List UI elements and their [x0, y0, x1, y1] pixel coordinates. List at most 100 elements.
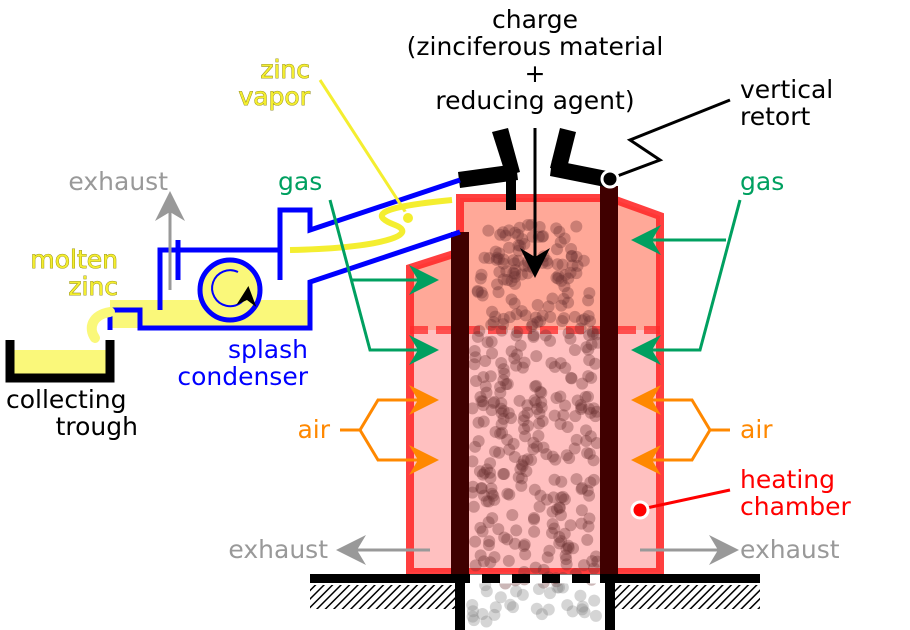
charge-particle [497, 273, 510, 286]
charge-particle [582, 343, 595, 356]
charge-particle [582, 390, 595, 403]
charge-particle [556, 258, 569, 271]
charge-particle [515, 305, 528, 318]
charge-particle [515, 458, 528, 471]
zinc-vapor-flow [289, 197, 453, 253]
charge-particle [518, 410, 531, 423]
charge-particle [553, 501, 566, 514]
charge-particle [562, 539, 575, 552]
charge-particle [474, 521, 487, 534]
charge-particle [570, 473, 583, 486]
charge-particle [508, 537, 521, 550]
charge-particle [584, 406, 597, 419]
charge-particle [548, 522, 561, 535]
charge-particle [514, 463, 527, 476]
charge-particle [558, 493, 571, 506]
charge-particle [476, 468, 489, 481]
charge-particle [584, 315, 597, 328]
charge-particle [474, 272, 487, 285]
charge-particle [540, 493, 553, 506]
charge-particle [554, 509, 567, 522]
charge-particle [494, 228, 507, 241]
molten-zinc-label-2: zinc [68, 272, 118, 301]
charge-particle [590, 328, 603, 341]
charge-particle [539, 329, 552, 342]
charge-particle [513, 221, 526, 234]
charge-particle [564, 266, 577, 279]
zinc-vapor-label-2: vapor [238, 82, 310, 111]
charge-particle [590, 550, 603, 563]
charge-particle [493, 247, 506, 260]
charge-particle [533, 500, 546, 513]
charge-particle [501, 533, 514, 546]
charge-particle [571, 259, 584, 272]
charge-particle [536, 309, 549, 322]
charge-particle [482, 538, 495, 551]
charge-particle [483, 466, 496, 479]
charge-particle [556, 581, 569, 594]
charge-particle [527, 436, 540, 449]
charging-hopper [458, 128, 612, 210]
charge-particle [552, 269, 565, 282]
exhaust-arrows [155, 191, 739, 565]
charge-particle [570, 220, 583, 233]
charge-particle [575, 483, 588, 496]
charge-particle [528, 525, 541, 538]
charge-particle [518, 238, 531, 251]
charge-particle [521, 399, 534, 412]
charge-particle [587, 402, 600, 415]
charge-particle [544, 587, 557, 600]
charge-particle [481, 463, 494, 476]
charge-particle [489, 310, 502, 323]
charge-particle [480, 495, 493, 508]
charge-particle [491, 278, 504, 291]
charge-particle [563, 452, 576, 465]
collecting-trough [5, 340, 115, 383]
charge-particle [575, 401, 588, 414]
charge-particle [520, 465, 533, 478]
splash-condenser [107, 177, 461, 331]
charge-particle [466, 605, 479, 618]
charge-particle [552, 272, 565, 285]
charge-particle [578, 606, 591, 619]
charge-particle [553, 581, 566, 594]
charge-particle [484, 370, 497, 383]
charge-particle [588, 562, 601, 575]
charge-particle [469, 351, 482, 364]
air-right-label: air [740, 415, 773, 444]
charge-particle [559, 549, 572, 562]
charge-particle [587, 473, 600, 486]
charge-particle [529, 380, 542, 393]
charge-particle [502, 407, 515, 420]
charge-particle [466, 610, 479, 623]
charge-particle [487, 316, 500, 329]
charge-particle [506, 601, 519, 614]
charge-particle [489, 601, 502, 614]
charge-particle [544, 310, 557, 323]
charge-particle [566, 605, 579, 618]
exhaust-right-label: exhaust [740, 535, 840, 564]
charge-particle [482, 224, 495, 237]
charge-particle [521, 453, 534, 466]
charge-particle [583, 287, 596, 300]
charge-particle [535, 608, 548, 621]
charge-particle [581, 484, 594, 497]
charge-particle [574, 589, 587, 602]
charge-particle [472, 416, 485, 429]
charge-particle [565, 371, 578, 384]
air-left-label: air [297, 415, 330, 444]
charge-particle [485, 487, 498, 500]
charge-particle [516, 460, 529, 473]
charge-particle [501, 487, 514, 500]
charge-particle [505, 275, 518, 288]
charge-particle [488, 395, 501, 408]
charge-particle [494, 386, 507, 399]
charge-particle [546, 292, 559, 305]
charge-particle [568, 343, 581, 356]
charge-particle [467, 500, 480, 513]
charge-particle [586, 555, 599, 568]
charge-particle [564, 332, 577, 345]
charge-particle [510, 359, 523, 372]
zinc-vapor-label-1: zinc [260, 55, 310, 84]
charge-particle [515, 479, 528, 492]
